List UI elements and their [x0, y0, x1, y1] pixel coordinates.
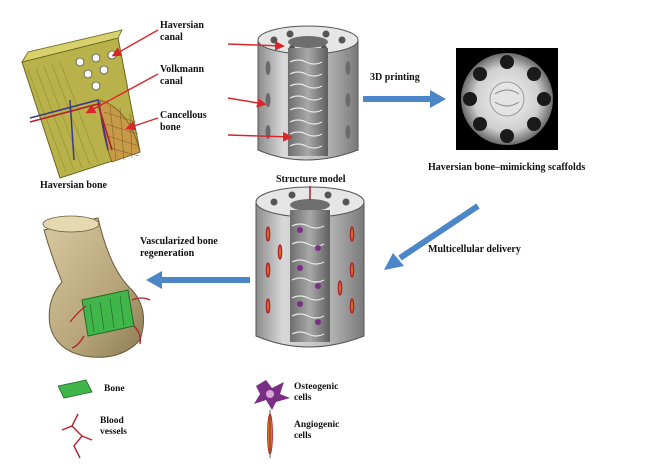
label-vascularized-regeneration: Vascularized bone regeneration [140, 236, 218, 259]
label-pointers [85, 29, 159, 131]
label-multicellular-delivery: Multicellular delivery [428, 244, 521, 255]
label-cancellous-bone: Cancellous bone [160, 110, 207, 133]
haversian-bone-illustration [21, 29, 141, 179]
cell-laden-scaffold-illustration [255, 186, 365, 348]
scaffold-photo [456, 48, 558, 150]
caption-haversian-bone: Haversian bone [40, 180, 107, 191]
arrow-multicellular-delivery [384, 203, 480, 270]
caption-scaffolds: Haversian bone–mimicking scaffolds [428, 162, 586, 173]
femur-illustration [42, 215, 151, 358]
label-haversian-canal: Haversian canal [160, 20, 204, 43]
label-3d-printing: 3D printing [370, 72, 420, 83]
caption-structure-model: Structure model [276, 174, 346, 185]
arrow-3d-printing [363, 90, 446, 108]
legend-label-angiogenic-cells: Angiogenic cells [294, 420, 340, 441]
arrow-vascularized-regeneration [146, 271, 250, 289]
legend-bone-glyph [57, 379, 93, 399]
legend-label-osteogenic-cells: Osteogenic cells [294, 382, 339, 403]
legend-label-blood-vessels: Blood vessels [100, 416, 127, 437]
structure-model-pointers [227, 40, 293, 142]
label-volkmann-canal: Volkmann canal [160, 64, 205, 87]
legend-osteogenic-glyph [254, 380, 290, 410]
legend-label-bone: Bone [104, 384, 125, 394]
legend-angiogenic-glyph [267, 410, 273, 458]
legend-vessel-glyph [61, 413, 93, 459]
